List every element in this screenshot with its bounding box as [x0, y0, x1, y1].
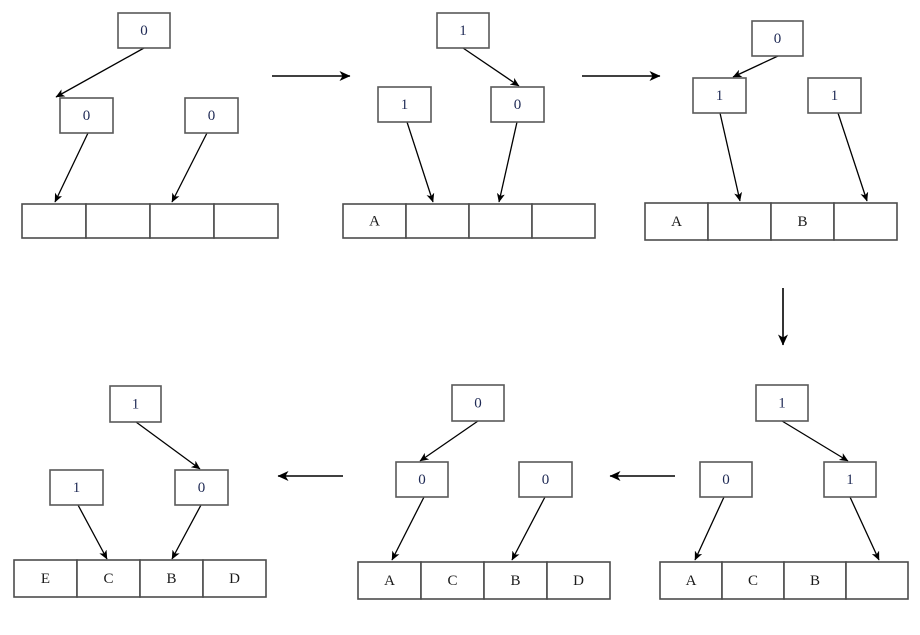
array-cell[interactable] — [21, 203, 87, 239]
tree-node-label: 0 — [774, 31, 782, 47]
tree-edge-arrow — [54, 132, 89, 203]
tree-edge-arrow — [171, 504, 202, 560]
tree-node-box[interactable] — [518, 461, 573, 498]
array-cell-label: A — [671, 214, 682, 230]
diagram-panel: 0 0 0 — [21, 12, 279, 239]
array-cell-label: B — [797, 214, 807, 230]
array-cell[interactable] — [644, 202, 709, 241]
array-cell-label: C — [103, 571, 113, 587]
array-cell-label: C — [447, 573, 457, 589]
tree-node-label: 1 — [716, 88, 724, 104]
array-cell[interactable] — [202, 559, 267, 598]
diagram-panel: A B 0 1 1 — [644, 20, 898, 241]
tree-node-box[interactable] — [692, 77, 747, 114]
tree-node-box[interactable] — [490, 86, 545, 123]
array-cell[interactable] — [420, 561, 485, 600]
tree-node-label: 0 — [542, 472, 550, 488]
tree-node-box[interactable] — [109, 385, 162, 423]
tree-node-box[interactable] — [184, 97, 239, 134]
array-cell[interactable] — [531, 203, 596, 239]
tree-edge-arrow — [406, 121, 435, 203]
array-cell[interactable] — [85, 203, 151, 239]
tree-node-box[interactable] — [807, 77, 862, 114]
diagram-panel: A 1 1 0 — [342, 12, 596, 239]
tree-node-box[interactable] — [49, 469, 104, 506]
array-cell[interactable] — [483, 561, 548, 600]
tree-node-label: 0 — [474, 395, 482, 411]
tree-edge-arrow — [419, 420, 479, 462]
diagram-panel: A C B 1 0 1 — [659, 384, 909, 600]
tree-node-label: 0 — [140, 23, 148, 39]
diagram-panel: E C B D 1 1 0 — [13, 385, 267, 598]
array-cell[interactable] — [139, 559, 204, 598]
tree-node-label: 0 — [83, 108, 91, 124]
tree-node-box[interactable] — [751, 20, 804, 57]
array-cell-label: A — [686, 573, 697, 589]
tree-node-box[interactable] — [117, 12, 171, 49]
array-cell-label: D — [573, 573, 584, 589]
array-cell[interactable] — [845, 561, 909, 600]
tree-node-box[interactable] — [699, 461, 753, 498]
array-cell[interactable] — [770, 202, 835, 241]
tree-edge-arrow — [135, 421, 201, 470]
tree-edge-arrow — [719, 112, 743, 202]
array-cell[interactable] — [76, 559, 141, 598]
tree-node-label: 1 — [846, 472, 854, 488]
tree-node-label: 0 — [198, 480, 206, 496]
tree-node-box[interactable] — [174, 469, 229, 506]
array-cell-label: E — [41, 571, 50, 587]
array-cell[interactable] — [721, 561, 785, 600]
tree-node-label: 1 — [73, 480, 81, 496]
array-cell-label: C — [748, 573, 758, 589]
tree-edge-arrow — [462, 47, 520, 87]
tree-node-label: 1 — [831, 88, 839, 104]
tree-node-box[interactable] — [436, 12, 490, 49]
tree-node-box[interactable] — [451, 384, 505, 422]
array-cell-label: D — [229, 571, 240, 587]
array-cell-label: B — [510, 573, 520, 589]
tree-node-label: 0 — [418, 472, 426, 488]
tree-edge-arrow — [732, 55, 779, 78]
tree-node-box[interactable] — [395, 461, 449, 498]
tree-edge-arrow — [171, 132, 208, 203]
tree-edge-arrow — [391, 496, 425, 561]
array-cell-label: A — [384, 573, 395, 589]
tree-edge-arrow — [837, 112, 869, 202]
tree-edge-arrow — [781, 420, 849, 462]
array-cell-label: A — [369, 213, 380, 229]
array-cell[interactable] — [546, 561, 611, 600]
tree-edge-arrow — [496, 121, 518, 203]
tree-node-label: 1 — [778, 395, 786, 411]
tree-edge-arrow — [849, 496, 880, 561]
tree-node-box[interactable] — [755, 384, 809, 422]
tree-node-box[interactable] — [59, 97, 114, 134]
array-cell[interactable] — [149, 203, 215, 239]
diagram-panel: A C B D 0 0 0 — [357, 384, 611, 600]
tree-node-label: 1 — [132, 396, 140, 412]
tree-node-box[interactable] — [823, 461, 877, 498]
tree-node-label: 0 — [722, 472, 730, 488]
step-arrows-layer — [272, 71, 788, 481]
tree-node-box[interactable] — [377, 86, 432, 123]
array-cell[interactable] — [707, 202, 772, 241]
array-cell[interactable] — [833, 202, 898, 241]
tree-node-label: 1 — [401, 97, 409, 113]
array-cell[interactable] — [468, 203, 533, 239]
array-cell[interactable] — [405, 203, 470, 239]
tree-node-label: 0 — [514, 97, 522, 113]
array-cell[interactable] — [357, 561, 422, 600]
array-cell[interactable] — [213, 203, 279, 239]
array-cell-label: B — [810, 573, 820, 589]
tree-edge-arrow — [511, 496, 546, 561]
tree-edge-arrow — [55, 47, 145, 98]
tree-node-label: 0 — [208, 108, 216, 124]
tree-node-label: 1 — [459, 23, 467, 39]
array-cell[interactable] — [659, 561, 723, 600]
tree-edge-arrow — [694, 496, 725, 561]
tree-edge-arrow — [77, 504, 108, 560]
array-cell-label: B — [166, 571, 176, 587]
